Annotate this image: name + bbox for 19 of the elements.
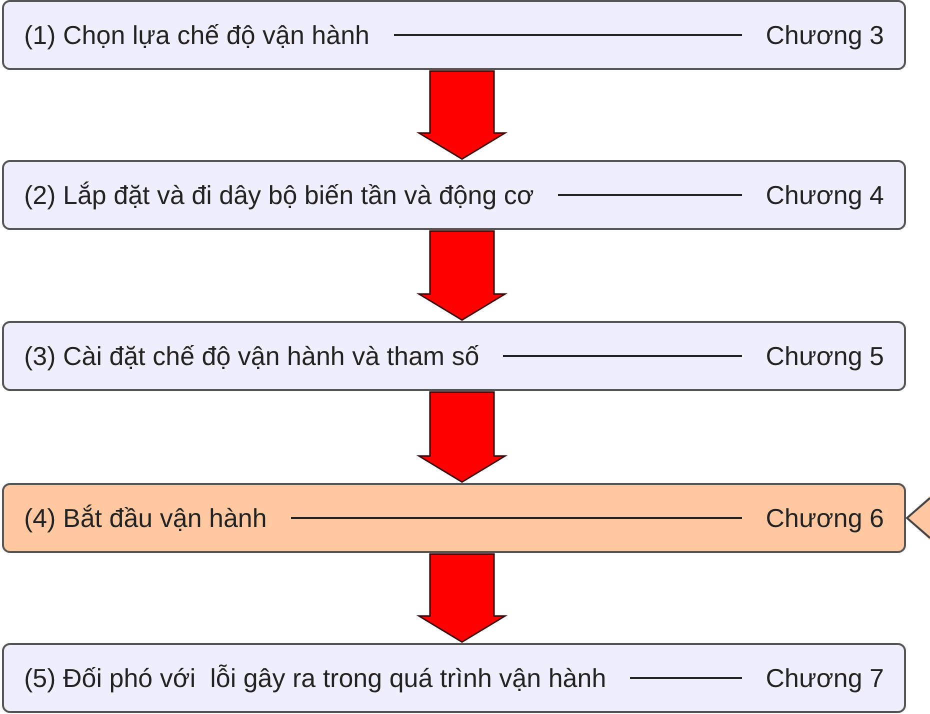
step-label: (2) Lắp đặt và đi dây bộ biến tần và động cơ [24,178,534,212]
chapter-label: Chương 6 [766,502,884,534]
pointer-arrow [905,496,930,540]
chapter-label: Chương 5 [766,340,884,372]
step-label: (4) Bắt đầu vận hành [24,502,267,534]
step-label: (5) Đối phó với lỗi gây ra trong quá trình vận hành [24,662,606,694]
block-arrow [416,391,508,483]
step-box [2,160,906,230]
block-arrow [416,230,508,321]
step-box [2,643,906,713]
block-arrow [416,70,508,160]
chapter-label: Chương 7 [766,662,884,694]
block-arrow [416,553,508,643]
chapter-label: Chương 4 [766,178,884,212]
chapter-label: Chương 3 [766,18,884,52]
step-box [2,321,906,391]
step-box [2,0,906,70]
step-label: (3) Cài đặt chế độ vận hành và tham số [24,340,480,372]
step-label: (1) Chọn lựa chế độ vận hành [24,18,370,52]
